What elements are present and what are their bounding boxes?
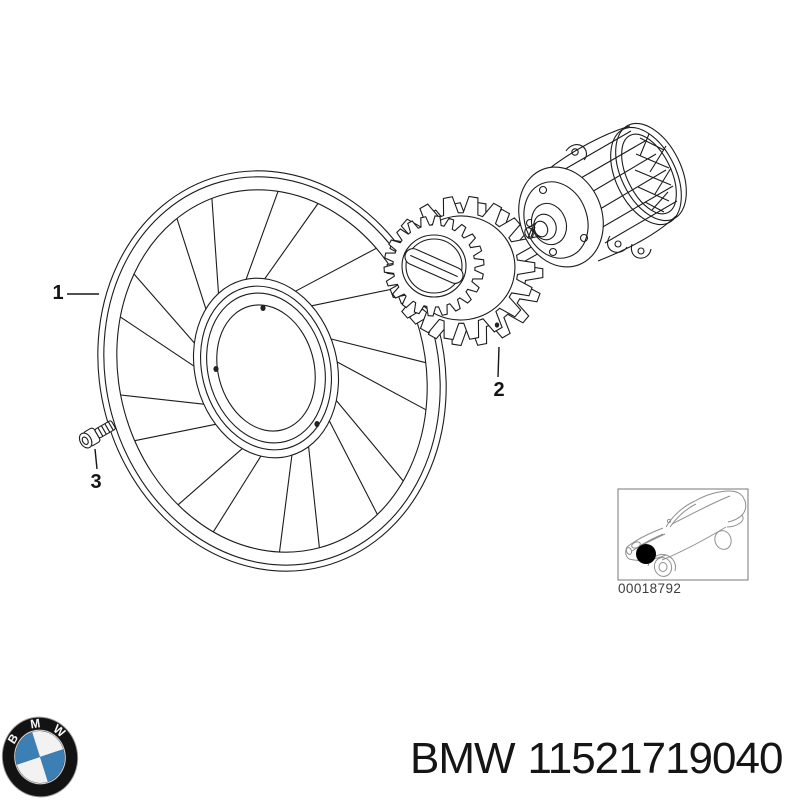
car-outline-drawing	[625, 490, 747, 577]
fan-clutch-drawing	[383, 195, 544, 347]
water-pump-drawing	[518, 122, 687, 268]
clutch-center-slot	[404, 248, 464, 284]
callout-leader-lines	[67, 293, 500, 470]
leader-line-3	[94, 448, 98, 470]
brand-text: BMW	[410, 734, 516, 783]
car-thumbnail	[617, 488, 749, 581]
car-thumbnail-box	[617, 488, 749, 581]
callout-label-1: 1	[52, 282, 64, 304]
leader-line-2	[497, 346, 500, 378]
roundel-quarters	[15, 731, 65, 783]
bmw-roundel-logo: B M W	[1, 716, 79, 798]
location-marker-dot	[636, 544, 656, 564]
roundel-letters: B M W	[5, 716, 68, 747]
part-number-text: 11521719040	[527, 734, 784, 783]
fan-wheel-drawing	[97, 170, 447, 572]
bolt-drawing	[78, 420, 116, 449]
logo-letter-m: M	[29, 716, 41, 732]
callout-label-3: 3	[90, 471, 102, 493]
thumbnail-code: 00018792	[618, 581, 682, 596]
fan-hub-ring	[192, 277, 340, 459]
callout-label-2: 2	[493, 379, 505, 401]
